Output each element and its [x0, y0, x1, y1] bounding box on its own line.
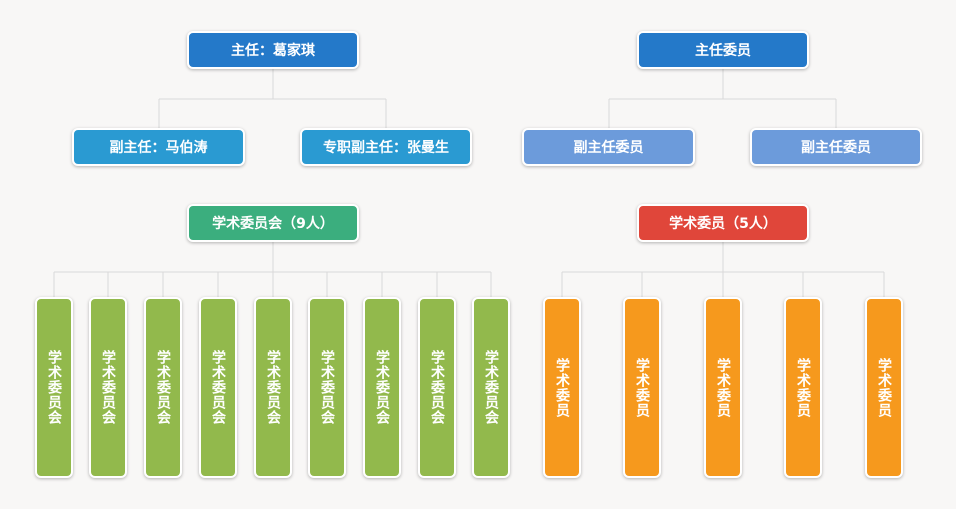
right-member-box-1: 学术委员 [543, 297, 581, 478]
left-member-box-8: 学术委员会 [418, 297, 456, 478]
right-committee-label: 学术委员（5人） [669, 216, 777, 232]
right-deputy-label-1: 副主任委员 [573, 140, 644, 156]
connector-right-bottom [561, 242, 885, 298]
left-member-label-5: 学术委员会 [265, 350, 281, 425]
left-member-box-9: 学术委员会 [472, 297, 510, 478]
right-member-label-5: 学术委员 [876, 357, 892, 418]
left-director-box: 主任：葛家琪 [187, 31, 359, 69]
left-director-label: 主任：葛家琪 [231, 43, 315, 59]
left-deputy-label-2: 专职副主任：张曼生 [323, 140, 449, 156]
right-member-label-1: 学术委员 [554, 357, 570, 418]
right-committee-box: 学术委员（5人） [637, 204, 809, 242]
left-deputy-box-1: 副主任：马伯涛 [72, 128, 245, 166]
left-member-label-2: 学术委员会 [100, 350, 116, 425]
connector-right-top [608, 68, 837, 129]
left-member-box-5: 学术委员会 [254, 297, 292, 478]
left-member-box-3: 学术委员会 [144, 297, 182, 478]
right-member-box-5: 学术委员 [865, 297, 903, 478]
left-member-box-6: 学术委员会 [308, 297, 346, 478]
left-member-label-9: 学术委员会 [483, 350, 499, 425]
left-member-box-4: 学术委员会 [199, 297, 237, 478]
left-member-box-2: 学术委员会 [89, 297, 127, 478]
right-member-box-3: 学术委员 [704, 297, 742, 478]
connector-left-top [158, 68, 387, 129]
left-committee-label: 学术委员会（9人） [212, 216, 334, 232]
left-deputy-box-2: 专职副主任：张曼生 [300, 128, 472, 166]
connector-left-bottom [53, 242, 492, 298]
left-member-box-1: 学术委员会 [35, 297, 73, 478]
right-director-label: 主任委员 [695, 43, 751, 59]
left-deputy-label-1: 副主任：马伯涛 [109, 140, 208, 156]
right-member-box-4: 学术委员 [784, 297, 822, 478]
left-member-label-8: 学术委员会 [429, 350, 445, 425]
left-member-label-1: 学术委员会 [46, 350, 62, 425]
left-member-box-7: 学术委员会 [363, 297, 401, 478]
left-member-label-7: 学术委员会 [374, 350, 390, 425]
right-member-box-2: 学术委员 [623, 297, 661, 478]
right-member-label-2: 学术委员 [634, 357, 650, 418]
left-member-label-3: 学术委员会 [155, 350, 171, 425]
right-director-box: 主任委员 [637, 31, 809, 69]
right-deputy-box-2: 副主任委员 [750, 128, 922, 166]
right-member-label-3: 学术委员 [715, 357, 731, 418]
right-deputy-label-2: 副主任委员 [801, 140, 871, 156]
left-member-label-4: 学术委员会 [210, 350, 226, 425]
left-committee-box: 学术委员会（9人） [187, 204, 359, 242]
left-member-label-6: 学术委员会 [319, 350, 335, 425]
right-member-label-4: 学术委员 [795, 357, 811, 418]
right-deputy-box-1: 副主任委员 [522, 128, 695, 166]
